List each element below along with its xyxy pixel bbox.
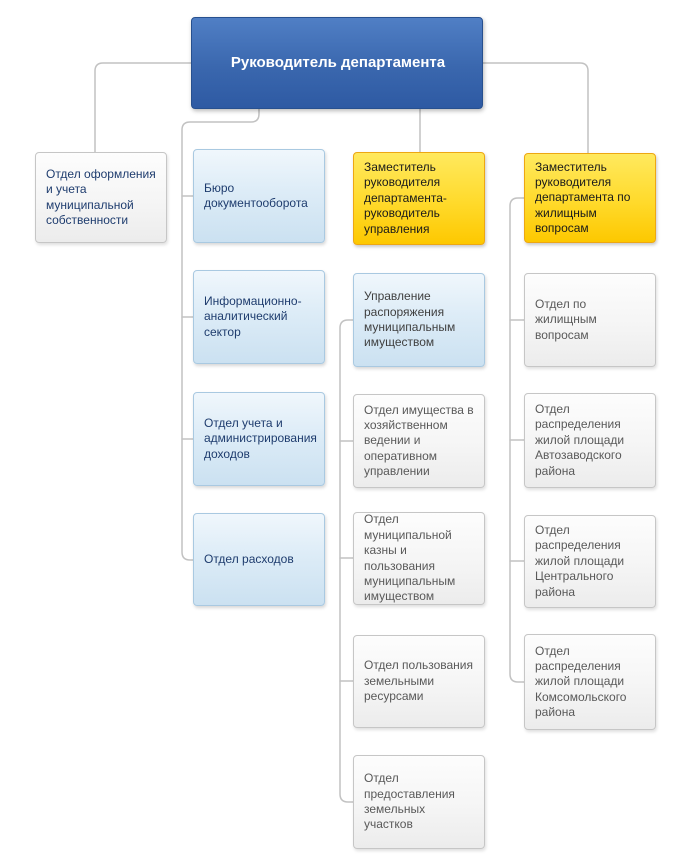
org-box-department-head: Руководитель департамента [191,17,483,109]
org-box-land-use-dept: Отдел пользования земельными ресурсами [353,635,485,728]
org-box-treasury-dept: Отдел муниципальной казны и пользования … [353,512,485,605]
org-box-land-allocation-dept: Отдел предоставления земельных участков [353,755,485,849]
org-box-property-holdings-dept: Отдел имущества в хозяйственном ведении … [353,394,485,488]
org-box-housing-central-dept: Отдел распределения жилой площади Центра… [524,515,656,608]
connector-root-right [482,62,589,154]
org-box-property-management: Управление распоряжения муниципальным им… [353,273,485,367]
connector-property-trunk [339,319,354,803]
org-box-analytics-sector: Информационно-аналитический сектор [193,270,325,364]
org-box-expenses-dept: Отдел расходов [193,513,325,606]
org-box-housing-komsomolsky-dept: Отдел распределения жилой площади Комсом… [524,634,656,730]
org-box-housing-deputy: Заместитель руководителя департамента по… [524,153,656,243]
connector-staff-trunk [181,108,260,561]
org-box-registration-dept: Отдел оформления и учета муниципальной с… [35,152,167,243]
org-box-property-deputy: Заместитель руководителя департамента-ру… [353,152,485,245]
connector-root-left [94,62,192,153]
org-box-housing-issues-dept: Отдел по жилищным вопросам [524,273,656,367]
org-box-housing-avtozavodsky-dept: Отдел распределения жилой площади Автоза… [524,393,656,488]
org-box-revenue-dept: Отдел учета и администрирования доходов [193,392,325,486]
org-box-document-bureau: Бюро документооборота [193,149,325,243]
